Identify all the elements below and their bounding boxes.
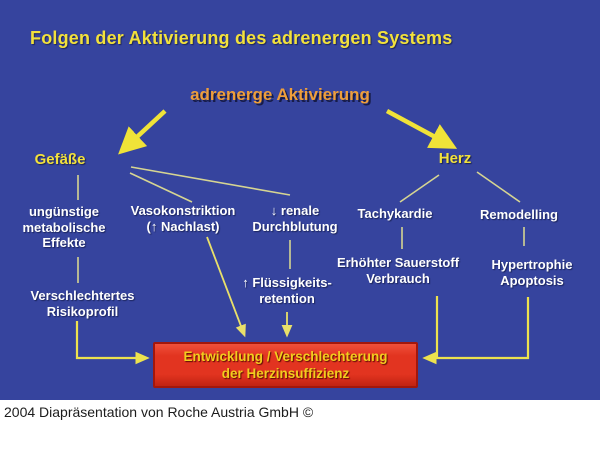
slide-background: Folgen der Aktivierung des adrenergen Sy… [0,0,600,400]
slide-title: Folgen der Aktivierung des adrenergen Sy… [30,28,453,48]
node-erhoehter-sauerstoff-verbrauch: Erhöhter Sauerstoff Verbrauch [336,255,460,286]
node-tachykardie: Tachykardie [357,206,433,221]
node-verschlechtertes-risikoprofil: Verschlechtertes Risikoprofil [30,288,135,319]
node-hypertrophie-apoptosis: Hypertrophie Apoptosis [491,257,573,288]
node-gefaesse: Gefäße [34,151,86,168]
connector-herz-branches [399,171,521,203]
arrow-vasokonstriktion-to-box [206,236,246,338]
node-renale-durchblutung: ↓ renale Durchblutung [252,203,338,234]
connector-column-links [77,227,525,283]
arrow-right-column-to-box [422,296,530,365]
node-herz: Herz [438,150,472,167]
arrow-activation-to-herz [385,109,458,149]
node-fluessigkeitsretention: ↑ Flüssigkeits- retention [242,275,332,306]
arrow-activation-to-gefaesse [118,109,167,155]
arrow-risikoprofil-to-box [75,321,150,365]
footer-credit: 2004 Diapräsentation von Roche Austria G… [4,404,314,420]
node-vasokonstriktion: Vasokonstriktion (↑ Nachlast) [130,203,236,234]
connector-lines [75,109,530,365]
footer-bar: 2004 Diapräsentation von Roche Austria G… [0,400,600,461]
node-remodelling: Remodelling [479,207,558,222]
result-box-herzinsuffizienz: Entwicklung / Verschlechterung der Herzi… [153,342,418,388]
node-unguenstige-metabolische-effekte: ungünstige metabolische Effekte [22,204,106,250]
result-box-label: Entwicklung / Verschlechterung der Herzi… [183,349,388,381]
subtitle-adrenerge-aktivierung: adrenerge Aktivierung [190,85,370,104]
connector-gefaesse-branches [77,166,291,203]
